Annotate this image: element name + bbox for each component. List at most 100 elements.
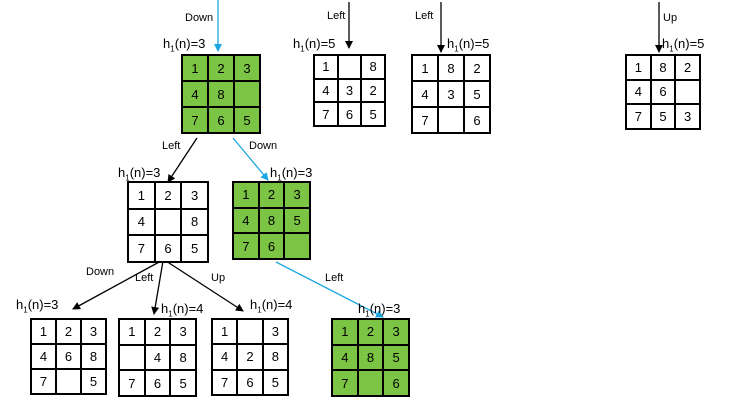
tile: 7	[332, 370, 358, 396]
tile: 3	[675, 104, 700, 129]
heuristic-label: h1(n)=5	[662, 36, 704, 54]
move-label-bot-left: Left	[135, 272, 154, 284]
heuristic-subscript: 1	[454, 44, 459, 54]
tile: 6	[650, 79, 676, 105]
heuristic-subscript: 1	[257, 305, 262, 315]
heuristic-value: 5	[482, 36, 490, 51]
tile: 8	[258, 207, 285, 234]
tile: 2	[208, 55, 234, 81]
move-label-top-left-2: Left	[415, 10, 434, 22]
tile: 7	[212, 369, 238, 395]
tile: 3	[181, 182, 208, 209]
heuristic-suffix: (n)=	[261, 297, 286, 312]
blank-tile	[154, 208, 182, 236]
heuristic-value: 5	[328, 36, 336, 51]
heuristic-subscript: 1	[365, 309, 370, 319]
arrow-9	[275, 261, 384, 318]
heuristic-subscript: 1	[669, 44, 674, 54]
heuristic-prefix: h	[358, 301, 366, 316]
heuristic-suffix: (n)=	[673, 36, 698, 51]
tile: 6	[258, 233, 285, 259]
arrow-6	[72, 260, 162, 310]
tile: 8	[357, 344, 384, 371]
heuristic-label: h1(n)=5	[293, 36, 335, 54]
tile: 3	[337, 78, 362, 103]
arrow-8	[165, 260, 244, 312]
tile: 8	[262, 344, 288, 370]
tile: 3	[81, 319, 106, 344]
tile: 4	[412, 81, 438, 107]
tile: 7	[128, 235, 155, 262]
tile: 6	[383, 370, 409, 396]
move-label-mid-left: Left	[162, 140, 181, 152]
tile: 5	[361, 102, 385, 126]
heuristic-suffix: (n)=	[129, 165, 154, 180]
tile: 4	[626, 79, 651, 105]
heuristic-value: 3	[393, 301, 401, 316]
tile: 6	[208, 107, 234, 133]
tile: 4	[31, 344, 56, 369]
tile: 8	[208, 81, 234, 107]
move-label-bot-down: Down	[86, 266, 115, 278]
tile: 2	[258, 182, 285, 208]
heuristic-label: h1(n)=3	[16, 297, 58, 315]
tile: 6	[237, 369, 263, 395]
tile: 1	[626, 55, 651, 80]
tile: 4	[212, 344, 238, 370]
tile: 1	[31, 319, 56, 344]
heuristic-value: 5	[697, 36, 705, 51]
heuristic-label: h1(n)=3	[358, 301, 400, 319]
blank-tile	[237, 319, 263, 345]
heuristic-suffix: (n)=	[172, 301, 197, 316]
blank-tile	[56, 369, 81, 394]
tile: 2	[144, 319, 171, 345]
heuristic-prefix: h	[161, 301, 169, 316]
heuristic-prefix: h	[447, 36, 455, 51]
tile: 2	[464, 55, 490, 81]
tile: 1	[332, 319, 358, 345]
blank-tile	[284, 233, 310, 259]
blank-tile	[357, 370, 384, 396]
move-label-mid-down: Down	[249, 140, 278, 152]
tile: 3	[170, 319, 196, 345]
blank-tile	[438, 107, 464, 133]
tile: 8	[81, 344, 106, 369]
tile: 5	[464, 81, 490, 107]
tile: 2	[237, 344, 263, 370]
tile: 1	[182, 55, 208, 81]
heuristic-prefix: h	[163, 36, 171, 51]
tile: 8	[438, 55, 464, 81]
tile: 4	[128, 208, 155, 236]
tile: 8	[361, 55, 385, 79]
tile: 4	[233, 207, 259, 234]
heuristic-subscript: 1	[125, 173, 130, 183]
heuristic-prefix: h	[662, 36, 670, 51]
blank-tile	[119, 344, 145, 371]
tile: 7	[31, 369, 56, 394]
tile: 5	[81, 369, 106, 394]
tile: 5	[262, 369, 288, 395]
blank-tile	[337, 55, 362, 79]
tile: 2	[154, 182, 182, 209]
move-label-top-down: Down	[185, 12, 214, 24]
tile: 8	[181, 208, 208, 236]
heuristic-subscript: 1	[23, 305, 28, 315]
tile: 6	[464, 107, 490, 133]
move-label-goal-left: Left	[325, 272, 344, 284]
tile: 1	[314, 55, 338, 79]
heuristic-label: h1(n)=4	[250, 297, 292, 315]
tile: 7	[119, 370, 145, 396]
tile: 4	[332, 344, 358, 371]
move-label-bot-up: Up	[211, 272, 226, 284]
